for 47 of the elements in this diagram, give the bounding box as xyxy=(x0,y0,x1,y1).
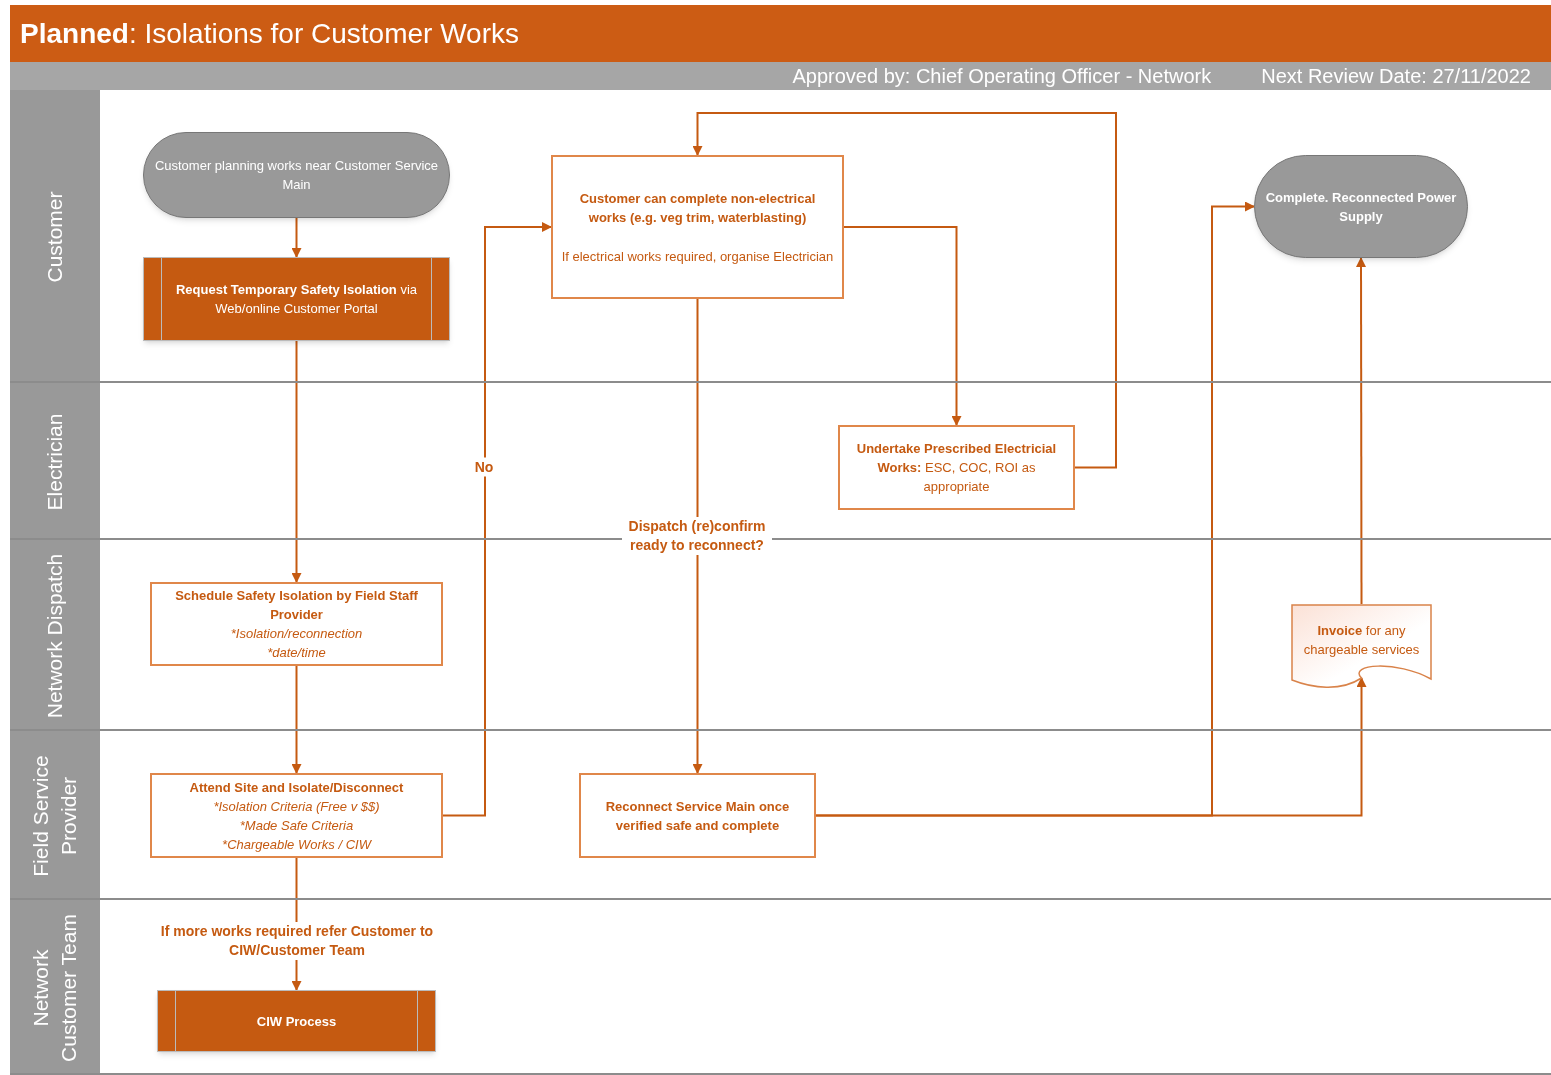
diagram-title: Planned: Isolations for Customer Works xyxy=(20,16,519,51)
node-note: If electrical works required, organise Electrician xyxy=(561,247,834,266)
node-note: *date/time xyxy=(267,644,326,662)
arrow xyxy=(442,222,552,817)
node-text: Request Temporary Safety Isolation via Web/online Customer Portal xyxy=(174,281,419,318)
node-text: Undertake Prescribed Electricial Works: ESC, COC, ROI as appropriate xyxy=(855,440,1058,496)
document-shape xyxy=(1291,604,1432,690)
process-box xyxy=(838,425,1075,510)
lane-title: Field Service Provider xyxy=(28,753,81,879)
process-box xyxy=(150,773,443,858)
swimlane xyxy=(10,90,1551,383)
header-note: Approved by: Chief Operating Officer - Network xyxy=(792,64,1212,89)
node-title: Attend Site and Isolate/Disconnect xyxy=(189,778,404,797)
process-box xyxy=(551,155,844,299)
swimlane xyxy=(10,731,1551,900)
node-note: *Isolation Criteria (Free v $$) xyxy=(213,797,380,816)
node-title: Customer can complete non-electrical works (e.g. veg trim, waterblasting) xyxy=(578,189,817,227)
arrow xyxy=(291,665,302,774)
lane-title: Customer xyxy=(42,190,67,284)
node-text: Complete. Reconnected Power Supply xyxy=(1264,188,1458,226)
node-note: *Made Safe Criteria xyxy=(239,816,354,835)
process-box xyxy=(150,582,443,666)
edge-label: No xyxy=(472,457,496,477)
subprocess-box xyxy=(157,990,436,1052)
arrow xyxy=(815,677,1367,817)
edge-label: Dispatch (re)confirm ready to reconnect? xyxy=(622,517,772,555)
lane-title: Network Dispatch xyxy=(42,552,67,720)
arrow xyxy=(692,298,703,774)
node-note: *Isolation/reconnection xyxy=(230,625,363,643)
node-text: Reconnect Service Main once verified safe and complete xyxy=(604,797,791,835)
arrow xyxy=(843,226,962,426)
lane-title: Network Customer Team xyxy=(28,912,81,1064)
subprocess-box xyxy=(143,257,450,341)
arrow xyxy=(1356,257,1366,605)
header-note: Next Review Date: 27/11/2022 xyxy=(1261,64,1531,89)
node-text: CIW Process xyxy=(256,1012,337,1031)
node-note: *Chargeable Works / CIW xyxy=(222,835,371,854)
swimlane xyxy=(10,383,1551,540)
node-title: Schedule Safety Isolation by Field Staff Provider xyxy=(174,587,419,624)
arrow xyxy=(692,112,1117,469)
swimlane xyxy=(10,540,1551,731)
lane-title: Electrician xyxy=(42,412,67,512)
arrow xyxy=(291,217,302,258)
arrow xyxy=(291,340,302,583)
node-text: Invoice for any chargeable services xyxy=(1302,622,1421,659)
node-text: Customer planning works near Customer Service Main xyxy=(153,157,440,194)
process-box xyxy=(579,773,816,858)
